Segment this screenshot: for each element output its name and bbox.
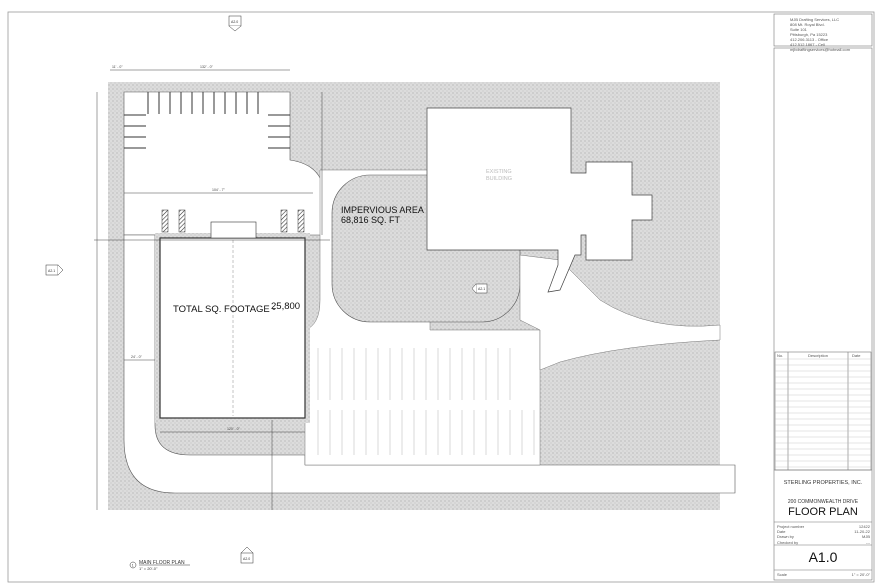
section-marker-mid[interactable]: A2.1 (471, 283, 488, 294)
scale-value: 1" = 20'-0" (851, 572, 870, 577)
field-label: Date (777, 529, 786, 535)
section-marker-top[interactable]: A2.0 (228, 15, 242, 32)
dim-bottom-width: 120' - 0" (227, 427, 241, 431)
section-marker-left[interactable]: A2.1 (45, 264, 64, 276)
field-value: MJB (862, 534, 870, 540)
entrance-canopy (210, 221, 257, 239)
view-scale: 1" = 20'-0" (139, 566, 158, 571)
svg-text:1: 1 (132, 564, 134, 568)
title-block-frame (773, 13, 873, 581)
firm-office-phone: 412.206.3113 - Office (790, 37, 829, 42)
sheet-title: FLOOR PLAN (788, 506, 858, 518)
existing-building (426, 107, 653, 293)
dimension-lines (94, 69, 330, 510)
dim-left-aisle: 24' - 0" (131, 355, 143, 359)
svg-text:A2.0: A2.0 (231, 20, 238, 24)
parking-stripes (124, 92, 290, 149)
scale-label: Scale (777, 572, 788, 577)
parking-lot-right (519, 254, 721, 371)
revision-rows (775, 358, 871, 468)
firm-name: MJB Drafting Services, LLC (790, 17, 840, 22)
field-value: --- (866, 539, 870, 545)
rev-header-no: No. (777, 353, 784, 358)
rev-header-description: Description (808, 353, 829, 358)
svg-text:A2.1: A2.1 (48, 269, 55, 273)
dim-top-left: 11' - 0" (112, 65, 123, 69)
firm-address: 808 Mt. Royal Blvd. (790, 22, 825, 27)
firm-cell-phone: 412.512.1867 - Cell (790, 42, 825, 47)
dim-mid-width: 104' - 7" (212, 188, 226, 192)
field-value: 11-20-22 (854, 529, 870, 535)
rev-header-date: Date (852, 353, 861, 358)
existing-building-label-1: EXISTING (486, 169, 512, 175)
field-label: Drawn by (777, 534, 794, 540)
impervious-area-value: 68,816 SQ. FT (341, 215, 401, 225)
parking-stripes-center (317, 348, 535, 455)
total-sq-footage-value: 25,800 (271, 301, 300, 312)
impervious-area-title: IMPERVIOUS AREA (341, 205, 424, 215)
svg-text:A2.0: A2.0 (243, 557, 250, 561)
accessible-parking-stalls (161, 209, 305, 233)
firm-info: MJB Drafting Services, LLC 808 Mt. Royal… (790, 17, 850, 52)
dim-top-width: 132' - 0" (200, 65, 214, 69)
svg-text:A2.1: A2.1 (478, 287, 485, 291)
section-marker-bottom[interactable]: A2.0 (240, 546, 254, 564)
access-drive (123, 234, 736, 494)
project-address: 200 COMMONWEALTH DRIVE (787, 499, 859, 505)
field-label: Checked by (777, 539, 799, 545)
sheet-border (7, 11, 875, 583)
firm-city: Pittsburgh, Pa 15223 (790, 32, 828, 37)
total-sq-footage-label: TOTAL SQ. FOOTAGE - (173, 304, 276, 315)
firm-email[interactable]: mjbdraftingservices@hotmail.com (790, 47, 851, 52)
field-label: Project number (777, 524, 805, 529)
sheet-number: A1.0 (808, 549, 838, 565)
client-name: STERLING PROPERTIES, INC. (783, 480, 863, 486)
firm-suite: Suite 101 (790, 27, 807, 32)
view-title-label: MAIN FLOOR PLAN (139, 560, 185, 566)
view-title: 1 MAIN FLOOR PLAN 1" = 20'-0" (129, 560, 190, 571)
field-value: 12422 (858, 524, 870, 529)
existing-building-label-2: BUILDING (486, 176, 512, 182)
new-building-footprint (159, 237, 306, 419)
